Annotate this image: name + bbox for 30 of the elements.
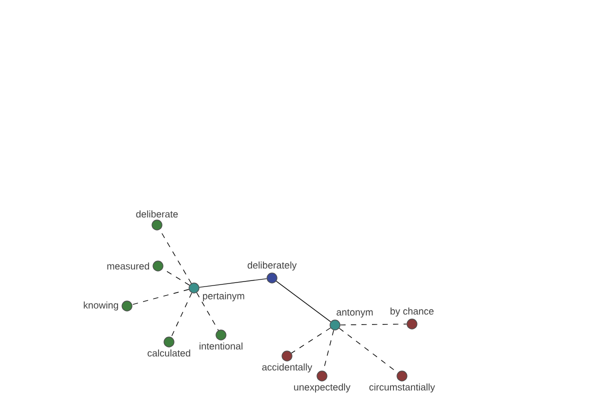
graph-node: antonym [330, 309, 373, 330]
graph-node: calculated [148, 336, 190, 357]
graph-node: by chance [390, 308, 434, 330]
connector-line [340, 324, 407, 326]
node-label: pertainym [202, 292, 244, 302]
graph-node: intentional [200, 330, 242, 350]
connector-line [170, 292, 192, 338]
node-label: by chance [390, 308, 434, 317]
node-label: circumstantially [369, 383, 436, 392]
connector-line [132, 289, 190, 305]
node-label: antonym [336, 309, 373, 318]
connector-line [198, 278, 268, 288]
connector-line [291, 328, 331, 354]
graph-node: deliberately [248, 262, 297, 284]
connector-line [276, 280, 332, 322]
node-label: deliberately [248, 262, 297, 271]
graph-node: measured [107, 260, 164, 272]
graph-node: accidentally [262, 350, 312, 372]
graph-node: pertainym [188, 282, 244, 302]
node-label: deliberate [136, 210, 178, 218]
graph-node: knowing [84, 300, 132, 312]
graph-node: deliberate [136, 210, 178, 230]
node-label: calculated [148, 349, 190, 357]
node-label: intentional [200, 342, 242, 350]
node-label: unexpectedly [294, 383, 350, 392]
connector-line [196, 292, 219, 331]
node-label: accidentally [262, 363, 312, 372]
node-label: knowing [84, 301, 118, 310]
graph-node: circumstantially [369, 370, 435, 392]
node-label: measured [107, 262, 150, 270]
